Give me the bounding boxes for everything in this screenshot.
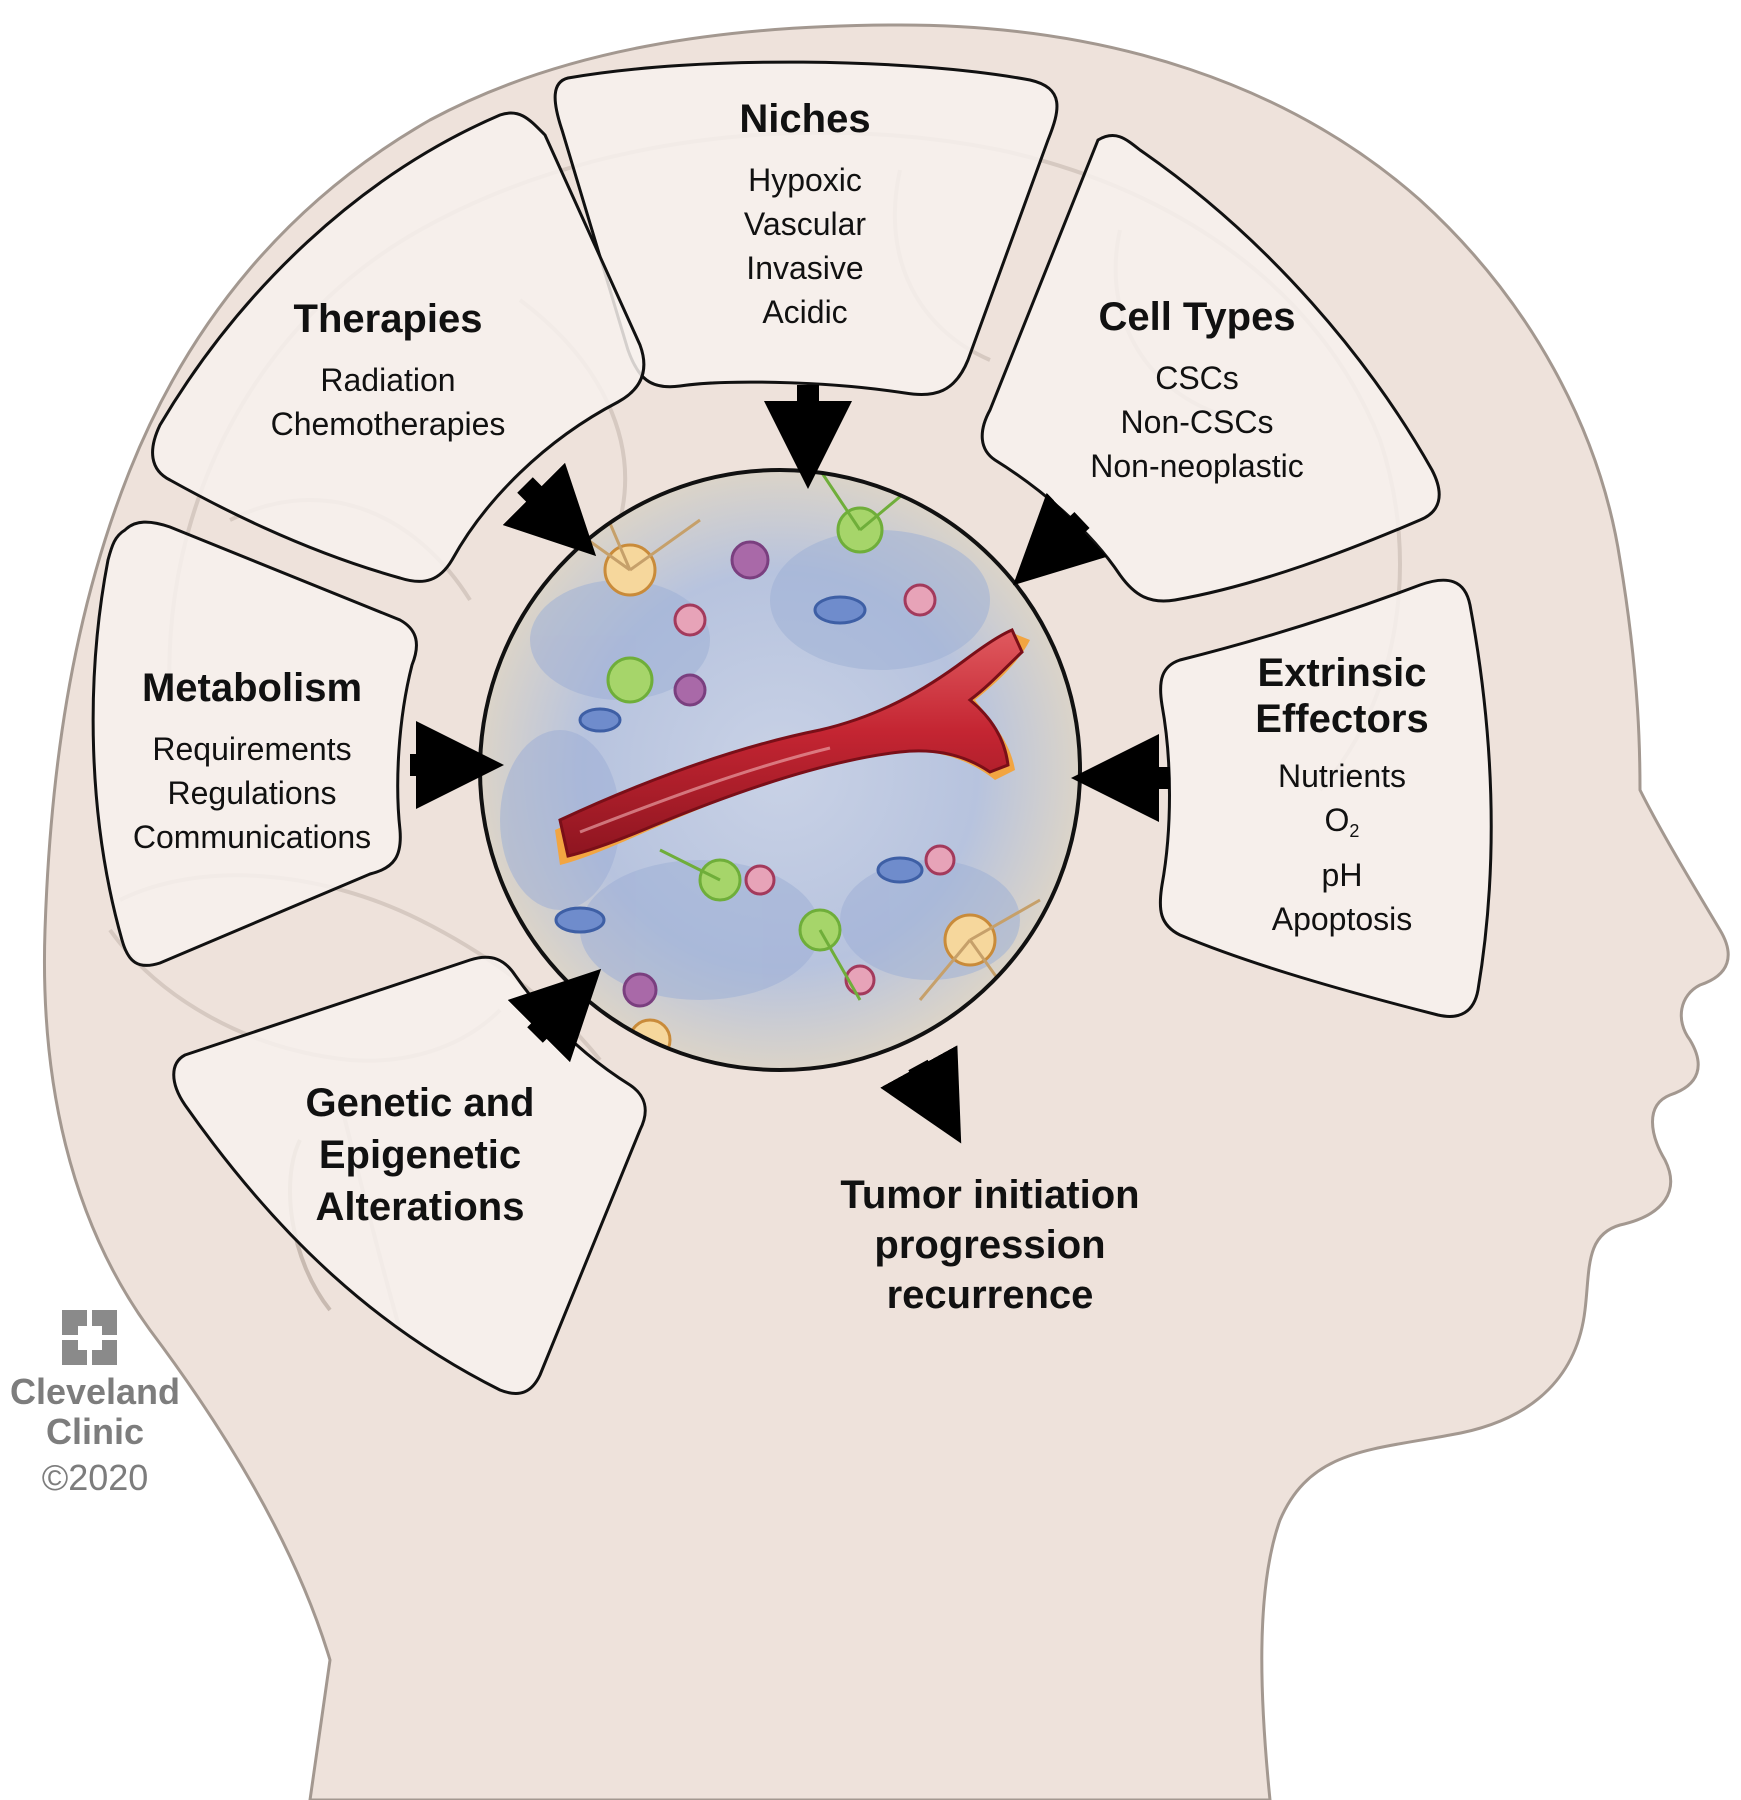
copyright: ©2020 [41,1457,149,1498]
panel-item: Acidic [762,294,848,330]
outcome-line: Tumor initiation [840,1173,1140,1217]
panel-item: Vascular [743,206,867,242]
panel-item: Hypoxic [748,162,862,198]
panel-item: Radiation [320,362,456,398]
panel-item: Requirements [152,731,352,767]
panel-title: Genetic and [305,1081,535,1125]
panel-therapies-label: Therapies Radiation Chemotherapies [271,296,506,446]
logo-name-line1: Cleveland [9,1371,181,1412]
panel-title: Extrinsic [1257,651,1427,695]
panel-title: Cell Types [1098,295,1296,339]
o2-subscript: 2 [1349,821,1360,841]
panel-item: Regulations [167,775,337,811]
panel-title: Therapies [293,297,483,341]
blood-vessel [555,628,1030,865]
arrows [410,385,1170,1144]
panel-title: Metabolism [141,666,363,710]
panel-item: Chemotherapies [270,406,506,442]
panel-genetic-label: Genetic and Epigenetic Alterations [306,1077,535,1233]
outcome-line: recurrence [886,1273,1094,1317]
panel-extrinsic-label: Extrinsic Effectors Nutrients O2 pH Apop… [1255,650,1428,941]
panel-metabolism [91,520,418,967]
panel-extrinsic [1158,578,1493,1018]
panel-item: CSCs [1155,360,1239,396]
arrow-outcome [880,1045,962,1144]
panel-title: Effectors [1255,697,1429,741]
panel-niches-label: Niches Hypoxic Vascular Invasive Acidic [739,96,870,334]
panel-item: Communications [132,819,372,855]
panel-item: Apoptosis [1271,901,1413,937]
cleveland-clinic-logo: Cleveland Clinic ©2020 [0,1372,190,1504]
cleveland-clinic-logo-mark [62,1310,117,1365]
panel-item: pH [1321,857,1363,893]
logo-name-line2: Clinic [45,1411,144,1452]
arrow-therapies [502,462,597,557]
panel-metabolism-label: Metabolism Requirements Regulations Comm… [133,665,371,859]
panel-title: Alterations [315,1185,525,1229]
panel-item-o2: O2 [1255,798,1428,853]
arrow-genetic [507,968,602,1063]
panel-title: Niches [739,97,871,141]
panel-item: Nutrients [1277,758,1407,794]
tumor-microenvironment [478,468,1082,1072]
panel-item: Invasive [746,250,864,286]
o2-base: O [1324,802,1350,838]
arrow-cell-types [1013,492,1108,586]
outcome-line: progression [874,1223,1106,1267]
panel-item: Non-neoplastic [1090,448,1304,484]
panel-item: Non-CSCs [1120,404,1274,440]
panel-cell-types-label: Cell Types CSCs Non-CSCs Non-neoplastic [1090,294,1303,488]
panel-title: Epigenetic [318,1133,522,1177]
outcome-label: Tumor initiation progression recurrence [840,1170,1139,1320]
